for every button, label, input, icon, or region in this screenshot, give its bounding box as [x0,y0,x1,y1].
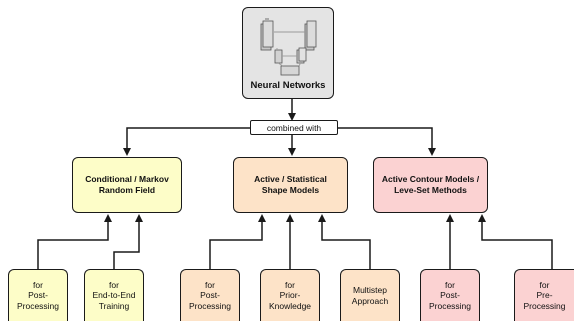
leaf-label: for Post- Processing [16,279,60,311]
leaf-crf-post-processing: for Post- Processing [8,269,68,321]
category-crf: Conditional / Markov Random Field [72,157,182,213]
leaf-asm-prior-knowledge: for Prior- Knowledge [260,269,320,321]
root-label: Neural Networks [250,80,326,91]
arrow-leaf7-to-acm [478,214,553,269]
arrow-leaf5-to-asm [318,214,371,269]
combined-with-box: combined with [250,120,338,135]
leaf-label: for Prior- Knowledge [268,279,312,311]
category-label: Active Contour Models / Leve-Set Methods [381,174,480,195]
category-acm: Active Contour Models / Leve-Set Methods [373,157,488,213]
leaf-label: for Post- Processing [428,279,472,311]
combined-with-label: combined with [266,122,322,133]
arrow-leaf3-to-asm [209,214,266,269]
neural-network-architecture-icon [260,18,317,76]
arrow-to-acm [338,127,436,156]
category-label: Active / Statistical Shape Models [254,174,327,195]
category-label: Conditional / Markov Random Field [85,174,169,195]
leaf-asm-multistep: Multistep Approach [340,269,400,321]
leaf-label: for End-to-End Training [92,279,136,311]
leaf-label: for Pre- Processing [523,279,566,311]
leaf-acm-post-processing: for Post- Processing [420,269,480,321]
arrow-to-crf [123,127,250,156]
leaf-label: Multistep Approach [351,284,389,306]
category-asm: Active / Statistical Shape Models [233,157,348,213]
leaf-crf-end-to-end: for End-to-End Training [84,269,144,321]
leaf-acm-pre-processing: for Pre- Processing [514,269,574,321]
leaf-label: for Post- Processing [188,279,232,311]
neural-networks-node: Neural Networks [242,7,334,99]
arrow-leaf1-to-crf [37,214,112,269]
arrow-leaf2-to-crf [113,214,143,269]
leaf-asm-post-processing: for Post- Processing [180,269,240,321]
